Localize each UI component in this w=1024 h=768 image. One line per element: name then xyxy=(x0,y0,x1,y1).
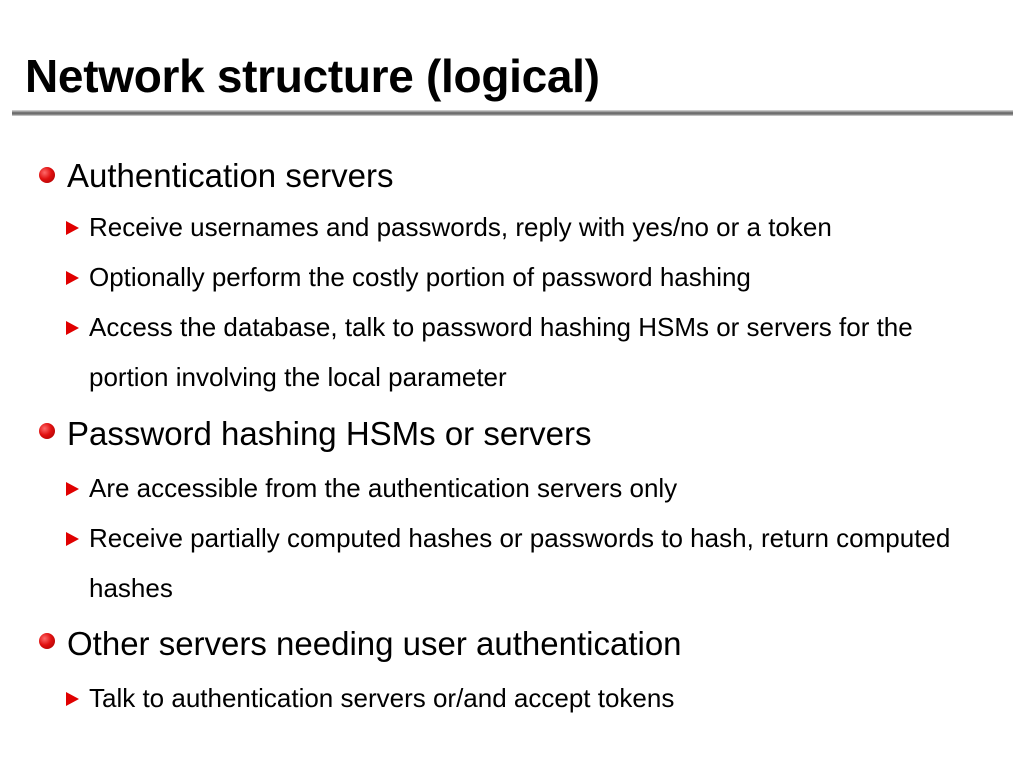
subbullet-text: Are accessible from the authentication s… xyxy=(89,473,678,503)
subbullet-text: Receive partially computed hashes or pas… xyxy=(89,523,951,603)
triangle-bullet-icon xyxy=(66,692,79,706)
bullet-dot-icon xyxy=(39,633,55,649)
subbullet-text: Talk to authentication servers or/and ac… xyxy=(89,683,675,713)
triangle-bullet-icon xyxy=(66,321,79,335)
bullet-text: Other servers needing user authenticatio… xyxy=(67,625,682,662)
bullet-other-servers: Other servers needing user authenticatio… xyxy=(0,624,1000,672)
subbullet-text: Access the database, talk to password ha… xyxy=(89,312,913,392)
bullet-dot-icon xyxy=(39,167,55,183)
subbullet-text: Receive usernames and passwords, reply w… xyxy=(89,212,832,242)
triangle-bullet-icon xyxy=(66,482,79,496)
bullet-authentication-servers: Authentication servers xyxy=(0,155,1000,203)
title-divider xyxy=(12,110,1013,116)
bullet-text: Password hashing HSMs or servers xyxy=(67,415,592,452)
triangle-bullet-icon xyxy=(66,271,79,285)
subbullet-text: Optionally perform the costly portion of… xyxy=(89,262,751,292)
bullet-dot-icon xyxy=(39,423,55,439)
slide-title: Network structure (logical) xyxy=(25,50,600,102)
bullet-password-hashing-servers: Password hashing HSMs or servers xyxy=(0,414,1000,462)
triangle-bullet-icon xyxy=(66,532,79,546)
bullet-text: Authentication servers xyxy=(67,157,394,194)
triangle-bullet-icon xyxy=(66,221,79,235)
